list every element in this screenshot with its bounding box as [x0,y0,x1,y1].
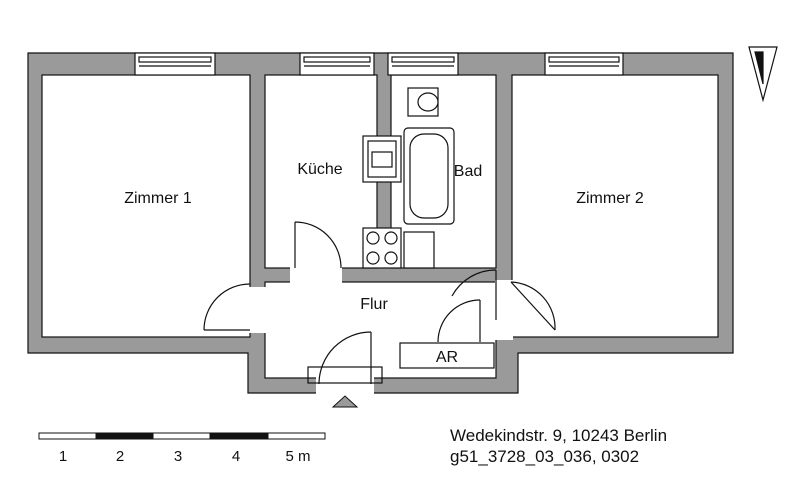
room-label-zimmer-2: Zimmer 2 [576,190,644,207]
door-entrance [307,331,383,385]
kitchen-fixtures [362,135,402,269]
window-zimmer-1 [134,52,216,76]
door-bad [451,269,497,320]
scale-tick-4: 4 [232,448,240,465]
door-openings [249,266,513,394]
scale-tick-2: 2 [116,448,124,465]
zimmer-1-room [41,74,251,338]
scale-bar [38,432,326,440]
north-arrow-icon [748,46,778,103]
scale-tick-5m: 5 m [285,448,310,465]
entrance-marker [331,395,359,408]
scale-tick-1: 1 [59,448,67,465]
address-line: Wedekindstr. 9, 10243 Berlin [450,426,668,445]
ar-closet [399,342,495,369]
window-zimmer-2 [544,52,624,76]
bath-sink [403,231,435,269]
door-ar [437,299,481,343]
room-label-bad: Bad [454,163,482,180]
door-zimmer-1 [203,283,251,331]
room-label-kueche: Küche [297,161,342,178]
zimmer-2-room [511,74,719,338]
doors [203,221,556,385]
bathroom-fixtures [403,87,455,269]
room-label-zimmer-1: Zimmer 1 [124,190,192,207]
windows [134,52,624,76]
door-kueche [294,221,342,269]
room-label-flur: Flur [360,296,388,313]
door-zimmer-2 [510,281,556,331]
room-label-ar: AR [436,349,458,366]
scale-tick-3: 3 [174,448,182,465]
window-bad [387,52,459,76]
window-kueche [299,52,375,76]
plan-reference: g51_3728_03_036, 0302 [450,447,640,466]
